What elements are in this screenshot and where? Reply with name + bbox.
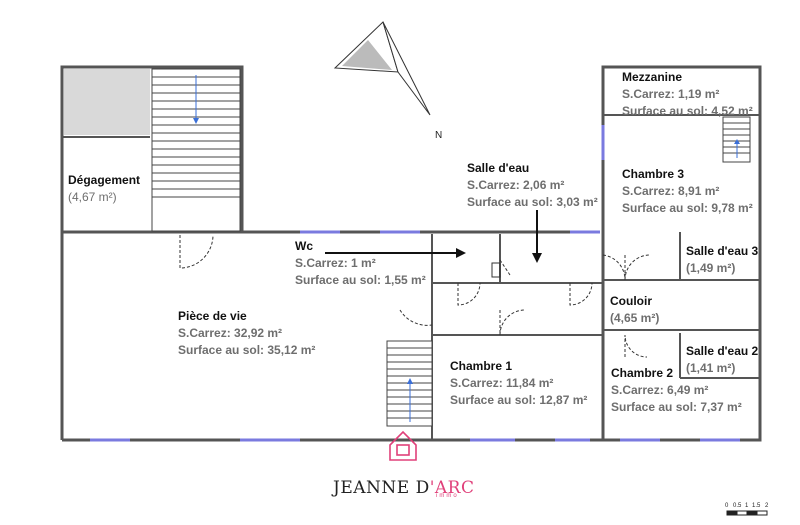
room-chambre-1: Chambre 1 S.Carrez: 11,84 m² Surface au …: [450, 358, 587, 409]
staircase-mezzanine: [722, 116, 751, 163]
scale-label-1: 0.5: [733, 503, 742, 509]
room-floor-area: Surface au sol: 9,78 m²: [622, 201, 753, 215]
room-name: Wc: [295, 239, 313, 253]
room-carrez: S.Carrez: 11,84 m²: [450, 376, 554, 390]
door-swings: [179, 234, 651, 358]
room-carrez: S.Carrez: 6,49 m²: [611, 383, 709, 397]
room-floor-area: Surface au sol: 4,52 m²: [622, 104, 753, 118]
room-name: Couloir: [610, 294, 652, 308]
room-area: (4,67 m²): [68, 190, 117, 204]
room-degagement: Dégagement (4,67 m²): [68, 172, 140, 206]
house-logo: [389, 430, 417, 461]
room-mezzanine: Mezzanine S.Carrez: 1,19 m² Surface au s…: [622, 69, 753, 120]
label-arrows: [325, 210, 542, 263]
room-piece-de-vie: Pièce de vie S.Carrez: 32,92 m² Surface …: [178, 308, 315, 359]
room-carrez: S.Carrez: 1,19 m²: [622, 87, 720, 101]
brand-tagline: immo: [436, 493, 459, 499]
scale-label-2: 1: [745, 503, 749, 509]
room-salle-eau-3: Salle d'eau 3 (1,49 m²): [686, 243, 758, 277]
brand-name-accent: 'ARC: [429, 478, 475, 498]
room-floor-area: Surface au sol: 7,37 m²: [611, 400, 742, 414]
brand-name-main: JEANNE D: [333, 478, 430, 498]
room-salle-eau: Salle d'eau S.Carrez: 2,06 m² Surface au…: [467, 160, 598, 211]
stair-void: [64, 69, 150, 135]
room-salle-eau-2: Salle d'eau 2 (1,41 m²): [686, 343, 758, 377]
room-carrez: S.Carrez: 2,06 m²: [467, 178, 565, 192]
room-floor-area: Surface au sol: 1,55 m²: [295, 273, 426, 287]
scale-bar: [726, 510, 768, 516]
room-name: Dégagement: [68, 173, 141, 187]
room-name: Chambre 3: [622, 167, 685, 181]
room-area: (1,49 m²): [686, 261, 736, 275]
room-chambre-3: Chambre 3 S.Carrez: 8,91 m² Surface au s…: [622, 166, 753, 217]
room-name: Salle d'eau: [467, 161, 530, 175]
room-area: (1,41 m²): [686, 361, 736, 375]
scale-label-3: 1.5: [752, 503, 761, 509]
room-carrez: S.Carrez: 32,92 m²: [178, 326, 283, 340]
room-floor-area: Surface au sol: 12,87 m²: [450, 393, 588, 407]
staircase-living: [386, 340, 433, 427]
staircase-upper: [151, 68, 241, 232]
room-name: Salle d'eau 3: [686, 244, 759, 258]
room-chambre-2: Chambre 2 S.Carrez: 6,49 m² Surface au s…: [611, 365, 742, 416]
brand-logo-text: JEANNE D'ARC: [333, 478, 474, 498]
windows: [90, 125, 740, 442]
compass-label: N: [435, 130, 443, 141]
scale-label-4: 2: [765, 503, 769, 509]
room-name: Salle d'eau 2: [686, 344, 759, 358]
room-floor-area: Surface au sol: 35,12 m²: [178, 343, 316, 357]
scale-label-0: 0: [725, 503, 729, 509]
room-name: Chambre 2: [611, 366, 674, 380]
room-carrez: S.Carrez: 1 m²: [295, 256, 376, 270]
room-couloir: Couloir (4,65 m²): [610, 293, 659, 327]
room-name: Pièce de vie: [178, 309, 247, 323]
room-name: Chambre 1: [450, 359, 513, 373]
compass-icon: [333, 21, 431, 116]
room-name: Mezzanine: [622, 70, 683, 84]
room-wc: Wc S.Carrez: 1 m² Surface au sol: 1,55 m…: [295, 238, 426, 289]
room-carrez: S.Carrez: 8,91 m²: [622, 184, 720, 198]
room-area: (4,65 m²): [610, 311, 660, 325]
room-floor-area: Surface au sol: 3,03 m²: [467, 195, 598, 209]
